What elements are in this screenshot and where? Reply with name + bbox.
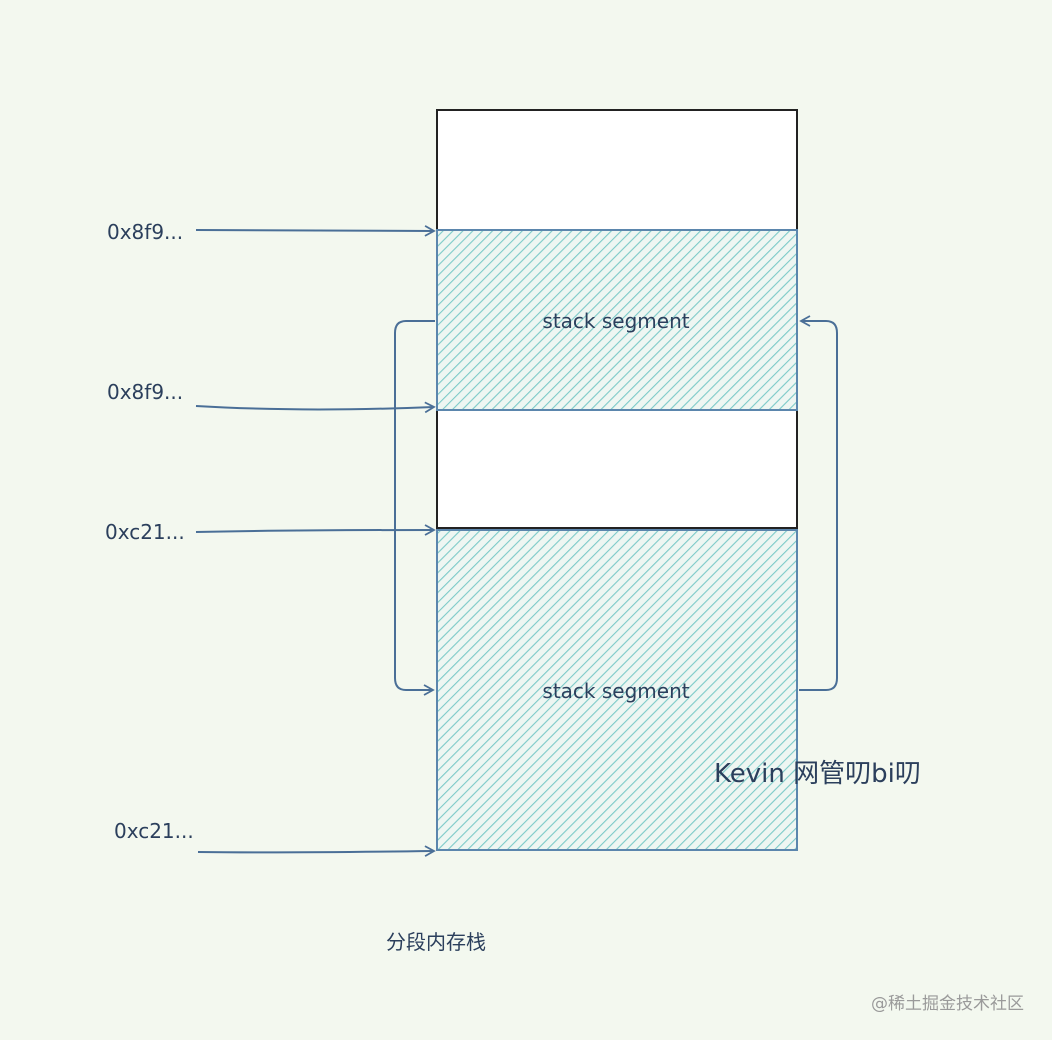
pointer-arrow-1	[195, 225, 436, 237]
site-footer: @稀土掘金技术社区	[871, 994, 1024, 1014]
pointer-arrow-3	[195, 524, 436, 536]
pointer-arrow-2	[195, 401, 436, 414]
free-block-middle	[436, 409, 798, 529]
segment-label-2: stack segment	[542, 679, 689, 703]
link-arrow-right	[799, 315, 838, 691]
address-label-1: 0x8f9...	[107, 220, 183, 244]
address-label-2: 0x8f9...	[107, 380, 183, 404]
stack-segment-2	[436, 529, 798, 851]
address-label-3: 0xc21...	[105, 520, 185, 544]
pointer-arrow-4	[197, 845, 436, 857]
stack-segment-1	[436, 229, 798, 411]
address-label-4: 0xc21...	[114, 819, 194, 843]
segment-label-1: stack segment	[542, 309, 689, 333]
link-arrow-left	[394, 320, 435, 696]
free-block-top	[436, 109, 798, 231]
author-watermark: Kevin 网管叨bi叨	[714, 759, 921, 789]
diagram-caption: 分段内存栈	[386, 930, 486, 954]
